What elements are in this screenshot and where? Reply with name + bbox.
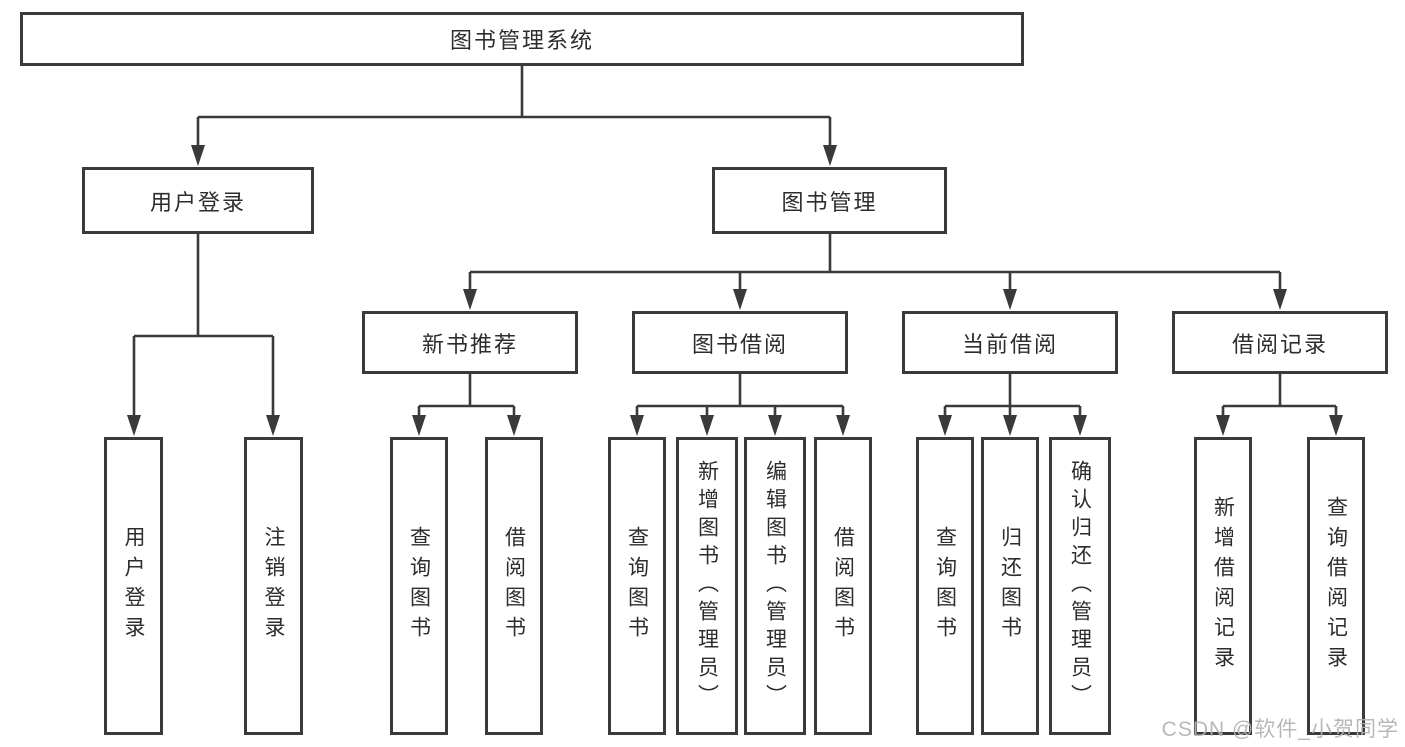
node-library-management-system: 图书管理系统	[20, 12, 1024, 66]
leaf-add-books-admin: 新增图书（管理员）	[676, 437, 738, 735]
node-book-management-module: 图书管理	[712, 167, 947, 234]
node-book-borrowing: 图书借阅	[632, 311, 848, 374]
leaf-logout: 注销登录	[244, 437, 303, 735]
leaf-query-books-current: 查询图书	[916, 437, 974, 735]
leaf-query-borrow-record: 查询借阅记录	[1307, 437, 1365, 735]
leaf-query-books-borrowing: 查询图书	[608, 437, 666, 735]
leaf-return-books: 归还图书	[981, 437, 1039, 735]
leaf-query-books-recommend: 查询图书	[390, 437, 448, 735]
leaf-confirm-return-admin: 确认归还（管理员）	[1049, 437, 1111, 735]
node-user-login-module: 用户登录	[82, 167, 314, 234]
node-borrowing-records: 借阅记录	[1172, 311, 1388, 374]
node-new-book-recommendation: 新书推荐	[362, 311, 578, 374]
leaf-borrow-books: 借阅图书	[814, 437, 872, 735]
leaf-add-borrow-record: 新增借阅记录	[1194, 437, 1252, 735]
leaf-borrow-books-recommend: 借阅图书	[485, 437, 543, 735]
leaf-user-login: 用户登录	[104, 437, 163, 735]
leaf-edit-books-admin: 编辑图书（管理员）	[744, 437, 806, 735]
csdn-watermark: CSDN @软件_小贺同学	[1161, 718, 1399, 741]
node-current-borrowing: 当前借阅	[902, 311, 1118, 374]
